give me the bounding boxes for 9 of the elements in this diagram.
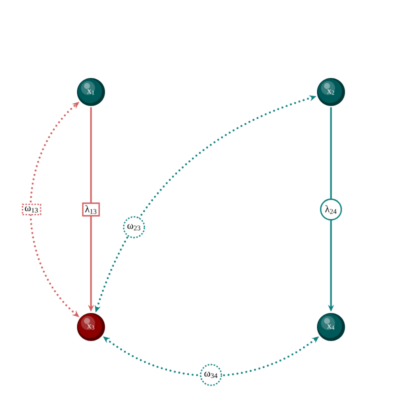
edge-label: λ$_{13}$	[82, 202, 100, 216]
ball-node: x$_{3}$	[77, 313, 105, 341]
edge-label: ω$_{23}$	[123, 216, 146, 238]
edge-label: λ$_{24}$	[320, 198, 342, 220]
ball-node: x$_{2}$	[317, 78, 345, 106]
ball-node: x$_{4}$	[317, 313, 345, 341]
ball-node: x$_{1}$	[77, 78, 105, 106]
edge-label: ω$_{13}$	[22, 204, 42, 216]
edge-label: ω$_{34}$	[200, 364, 222, 386]
